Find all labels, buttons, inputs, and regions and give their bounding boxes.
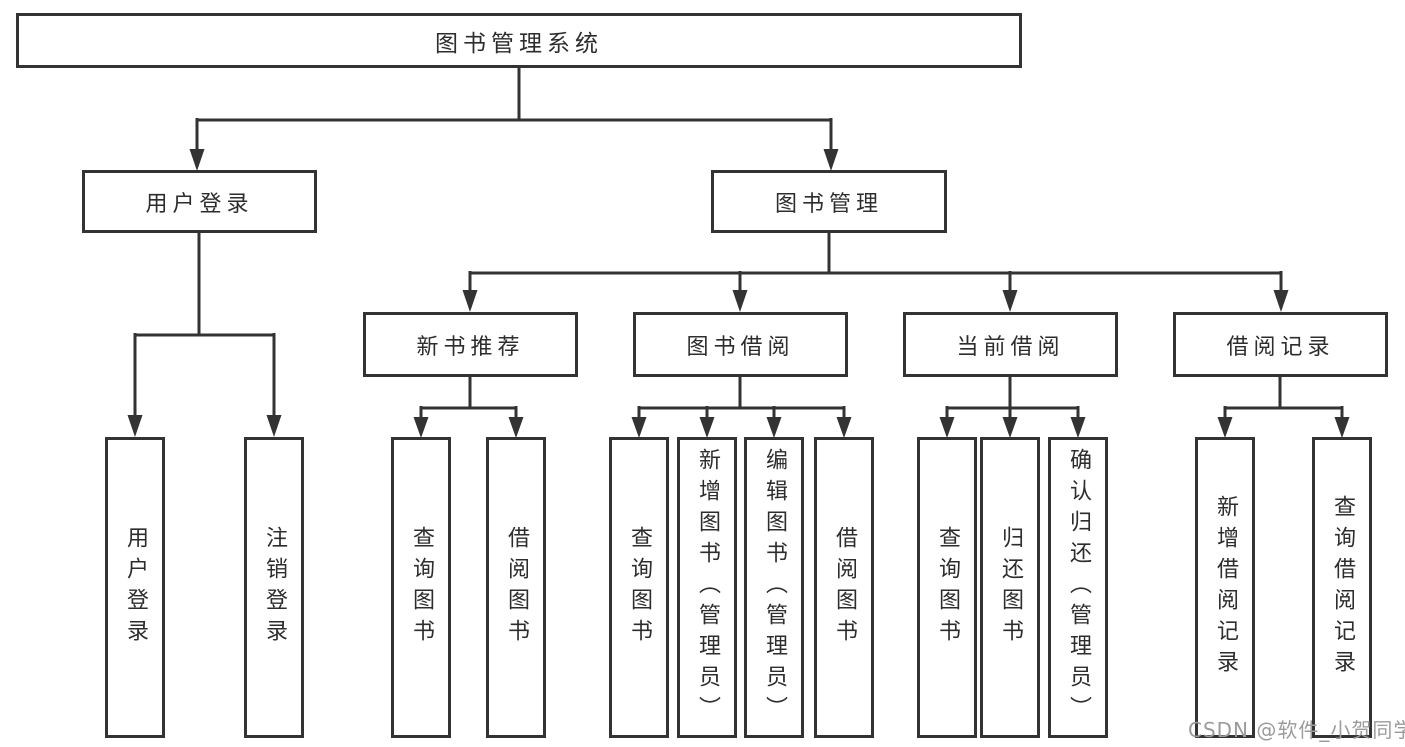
node-label: 借阅图书 — [832, 525, 857, 650]
node-label: 查询图书 — [627, 525, 652, 650]
node-label: 查询图书 — [935, 525, 960, 650]
node-label: 查询借阅记录 — [1330, 494, 1355, 681]
arrowhead — [766, 417, 782, 438]
leaf-add-books-admin: 新增图书（管理员） — [677, 437, 737, 738]
arrowhead — [939, 417, 955, 438]
node-label: 编辑图书（管理员） — [762, 448, 787, 727]
connector-current-borrow-children — [939, 377, 1086, 438]
leaf-confirm-return-admin: 确认归还（管理员） — [1048, 437, 1108, 738]
arrowhead — [1334, 417, 1350, 438]
node-current-borrow: 当前借阅 — [903, 312, 1118, 377]
arrowhead — [732, 290, 748, 312]
connector-book-management-children — [462, 233, 1289, 312]
arrowhead — [508, 417, 524, 438]
arrowhead — [413, 417, 429, 438]
node-label: 当前借阅 — [956, 334, 1065, 360]
node-label: 归还图书 — [998, 525, 1023, 650]
connector-user-login-children — [127, 233, 282, 437]
node-label: 注销登录 — [262, 525, 287, 650]
node-label: 图书借阅 — [686, 334, 795, 360]
leaf-query-books-recommend: 查询图书 — [391, 437, 451, 738]
connector-borrow-record-children — [1217, 377, 1350, 438]
arrowhead — [631, 417, 647, 438]
node-root-library-system: 图书管理系统 — [16, 13, 1022, 68]
leaf-user-login: 用户登录 — [105, 437, 165, 738]
node-label: 用户登录 — [145, 191, 254, 217]
node-book-management: 图书管理 — [711, 170, 947, 233]
node-user-login: 用户登录 — [82, 170, 317, 233]
leaf-logout: 注销登录 — [244, 437, 304, 738]
connector-book-borrow-children — [631, 377, 852, 438]
node-label: 用户登录 — [123, 525, 148, 650]
node-new-book-recommend: 新书推荐 — [363, 312, 578, 377]
arrowhead — [266, 415, 282, 437]
leaf-query-books-current: 查询图书 — [917, 437, 977, 738]
leaf-query-borrow-record: 查询借阅记录 — [1312, 437, 1372, 738]
leaf-borrow-books: 借阅图书 — [814, 437, 874, 738]
leaf-query-books-borrow: 查询图书 — [609, 437, 669, 738]
arrowhead — [836, 417, 852, 438]
node-label: 图书管理 — [774, 191, 883, 217]
node-borrow-record: 借阅记录 — [1173, 312, 1388, 377]
arrowhead — [462, 290, 478, 312]
node-label: 借阅记录 — [1226, 334, 1335, 360]
leaf-borrow-books-recommend: 借阅图书 — [486, 437, 546, 738]
arrowhead — [1070, 417, 1086, 438]
arrowhead — [1273, 290, 1289, 312]
csdn-watermark: CSDN @软件_小贺同学 — [1188, 718, 1405, 742]
leaf-return-books: 归还图书 — [980, 437, 1040, 738]
arrowhead — [823, 149, 839, 171]
node-label: 确认归还（管理员） — [1066, 448, 1091, 727]
node-label: 新书推荐 — [416, 334, 525, 360]
node-label: 新增借阅记录 — [1213, 494, 1238, 681]
leaf-edit-books-admin: 编辑图书（管理员） — [744, 437, 804, 738]
node-label: 新增图书（管理员） — [695, 448, 720, 727]
arrowhead — [1002, 417, 1018, 438]
node-label: 图书管理系统 — [435, 30, 603, 57]
leaf-add-borrow-record: 新增借阅记录 — [1195, 437, 1255, 738]
arrowhead — [1217, 417, 1233, 438]
arrowhead — [699, 417, 715, 438]
arrowhead — [127, 415, 143, 437]
arrowhead — [189, 149, 205, 171]
connector-new-book-children — [413, 377, 524, 438]
connector-root-to-level2 — [189, 68, 839, 171]
node-label: 借阅图书 — [504, 525, 529, 650]
node-label: 查询图书 — [409, 525, 434, 650]
node-book-borrow: 图书借阅 — [633, 312, 848, 377]
arrowhead — [1002, 290, 1018, 312]
